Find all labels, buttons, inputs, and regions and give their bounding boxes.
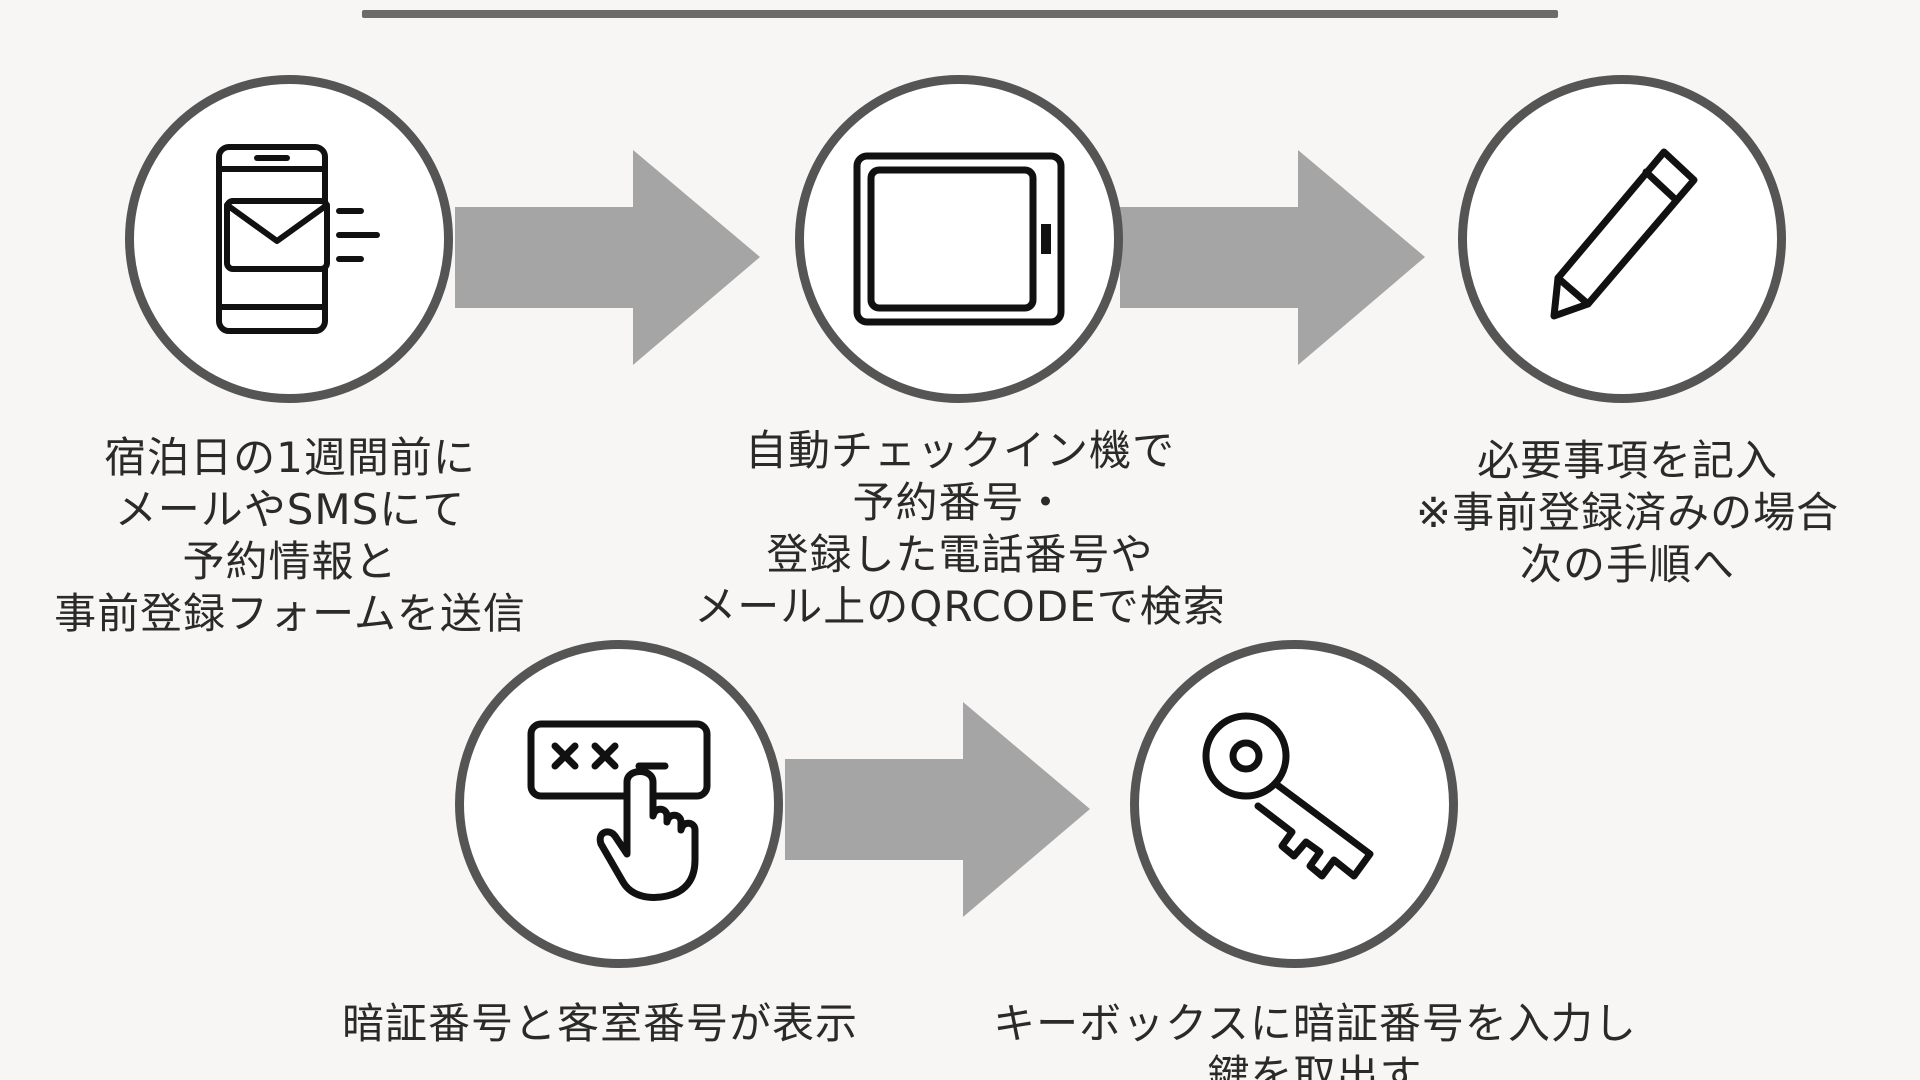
step-2-circle [795, 75, 1123, 403]
tablet-icon [853, 152, 1065, 326]
step-4-circle [455, 640, 783, 968]
top-divider [362, 10, 1558, 18]
step-1-circle [125, 75, 453, 403]
step-3-caption: 必要事項を記入 ※事前登録済みの場合 次の手順へ [1415, 436, 1840, 589]
step-5-caption: キーボックスに暗証番号を入力し 鍵を取出す [993, 999, 1637, 1080]
keypad-touch-icon [527, 720, 711, 901]
flow-arrow-4-to-5 [785, 702, 1090, 917]
flow-arrow-1-to-2 [455, 150, 760, 365]
step-2-caption: 自動チェックイン機で 予約番号・ 登録した電話番号や メール上のQRCODEで検… [694, 426, 1226, 631]
step-1-caption: 宿泊日の1週間前に メールやSMSにて 予約情報と 事前登録フォームを送信 [54, 433, 526, 638]
phone-mail-icon [216, 144, 380, 334]
step-4-caption: 暗証番号と客室番号が表示 [341, 999, 858, 1048]
step-3-circle [1458, 75, 1786, 403]
flow-arrow-2-to-3 [1120, 150, 1425, 365]
pencil-icon [1550, 148, 1698, 320]
key-icon [1202, 712, 1374, 880]
step-5-circle [1130, 640, 1458, 968]
